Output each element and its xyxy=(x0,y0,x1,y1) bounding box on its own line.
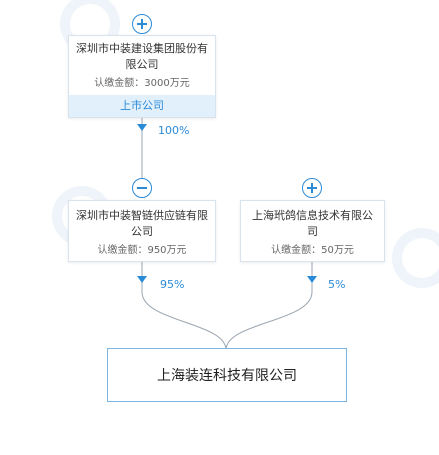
subscribed-amount: 认缴金额：950万元 xyxy=(97,245,187,256)
listed-company-badge: 上市公司 xyxy=(69,95,215,117)
expand-middle-right-button[interactable] xyxy=(302,178,322,198)
company-name: 深圳市中装建设集团股份有限公司 xyxy=(76,42,208,71)
company-name: 深圳市中装智链供应链有限公司 xyxy=(76,209,208,238)
percent-label-middle-right: 5% xyxy=(328,278,346,291)
percent-label-top: 100% xyxy=(158,124,190,137)
shareholder-card-middle-right[interactable]: 上海玳鸽信息技术有限公司 认缴金额：50万元 xyxy=(240,200,385,262)
shareholder-card-top[interactable]: 深圳市中装建设集团股份有限公司 认缴金额：3000万元 上市公司 xyxy=(68,35,216,118)
target-company-card[interactable]: 上海装连科技有限公司 xyxy=(107,348,347,402)
minus-icon xyxy=(137,187,147,189)
subscribed-amount: 认缴金额：50万元 xyxy=(271,245,354,256)
collapse-middle-left-button[interactable] xyxy=(132,178,152,198)
percent-label-middle-left: 95% xyxy=(160,278,185,291)
company-name: 上海玳鸽信息技术有限公司 xyxy=(252,209,373,238)
shareholder-card-middle-left[interactable]: 深圳市中装智链供应链有限公司 认缴金额：950万元 xyxy=(68,200,216,262)
company-name: 上海装连科技有限公司 xyxy=(157,368,297,384)
expand-top-button[interactable] xyxy=(132,14,152,34)
subscribed-amount: 认缴金额：3000万元 xyxy=(94,78,190,89)
